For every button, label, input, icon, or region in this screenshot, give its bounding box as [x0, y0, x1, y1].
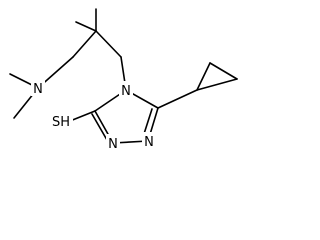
bond-c3-sh [69, 110, 96, 122]
bond-c5-cyclopropyl [157, 89, 198, 109]
bond-cyclopropyl-a [196, 62, 211, 91]
bond-n2-c3-double [91, 113, 108, 141]
bond-cyclopropyl-b [209, 62, 238, 80]
atom-label-ring-nitrogen-1: N [144, 135, 154, 150]
atom-label-amine-nitrogen: N [33, 82, 43, 97]
atom-label-thiol: SH [52, 115, 70, 130]
bond-cq-ch2-ring [95, 30, 122, 58]
bond-cq-ch2-amine [72, 30, 97, 58]
atom-labels: N N N N SH [31, 80, 156, 152]
atom-label-ring-nitrogen-4: N [121, 84, 131, 99]
chemical-structure-diagram: N N N N SH [9, 8, 238, 152]
bond-cq-methyl-left [75, 21, 97, 32]
atom-label-ring-nitrogen-2: N [108, 137, 118, 152]
bond-cyclopropyl-c [196, 78, 238, 91]
bond-lines [9, 8, 238, 144]
